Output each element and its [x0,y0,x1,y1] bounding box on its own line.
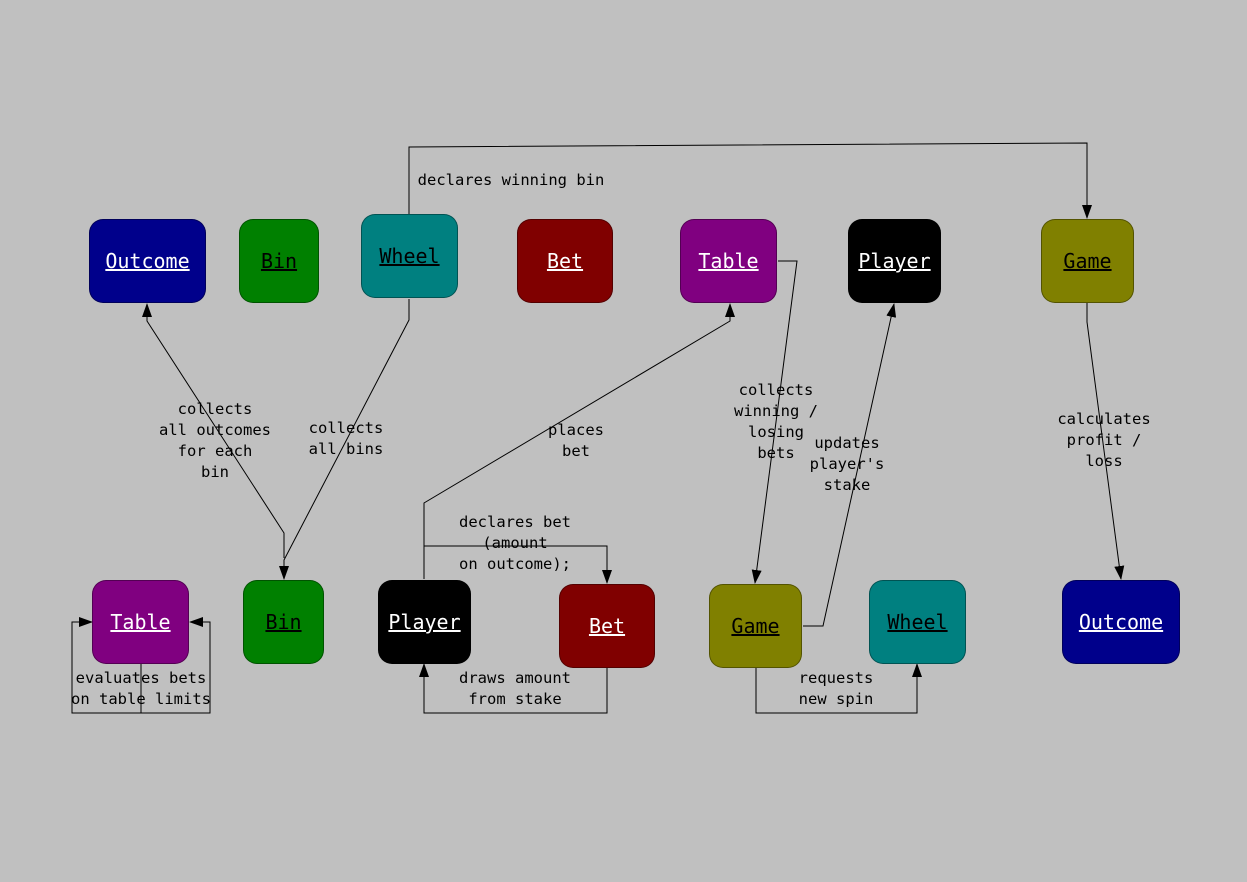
bottom-table-node[interactable]: Table [92,580,189,664]
bottom-outcome-node[interactable]: Outcome [1062,580,1180,664]
edge-bet-draws-amount [419,663,608,714]
top-bin-node[interactable]: Bin [239,219,319,303]
label-declares-winning-bin: declares winning bin [417,171,605,189]
edge-game-updates-stake [803,303,897,627]
top-game-node[interactable]: Game [1041,219,1134,303]
top-player-node[interactable]: Player [848,219,941,303]
bottom-player-node[interactable]: Player [378,580,471,664]
edge-game-requests-spin [755,663,922,714]
edge-wheel-collects-bins [279,299,410,580]
label-collects-all-bins: collects all bins [308,419,384,458]
bottom-bin-node[interactable]: Bin [243,580,324,664]
top-outcome-node[interactable]: Outcome [89,219,206,303]
edge-table-collects-bets [751,260,798,584]
label-collects-winning-losing-bets: collects winning / losing bets [734,381,818,462]
label-places-bet: places bet [548,421,604,460]
bottom-wheel-node[interactable]: Wheel [869,580,966,664]
bottom-game-node[interactable]: Game [709,584,802,668]
top-bet-node[interactable]: Bet [517,219,613,303]
top-table-node[interactable]: Table [680,219,777,303]
bottom-bet-node[interactable]: Bet [559,584,655,668]
label-declares-bet: declares bet (amount on outcome); [459,513,571,573]
label-evaluates-bets: evaluates bets on table limits [71,669,211,708]
edge-bin-collects-outcomes [142,303,285,558]
label-draws-amount: draws amount from stake [459,669,571,708]
edge-wheel-declares-winning-bin [408,142,1092,219]
edge-table-evaluates-right [141,617,211,714]
label-requests-new-spin: requests new spin [798,669,874,708]
edge-player-places-bet [423,303,735,579]
top-wheel-node[interactable]: Wheel [361,214,458,298]
label-calculates-profit-loss: calculates profit / loss [1057,410,1151,470]
label-updates-players-stake: updates player's stake [809,434,885,494]
edge-player-declares-bet [424,545,612,584]
edge-table-evaluates-left [71,617,142,714]
edge-game-calculates-profit [1086,303,1125,580]
label-collects-all-outcomes: collects all outcomes for each bin [159,400,271,481]
